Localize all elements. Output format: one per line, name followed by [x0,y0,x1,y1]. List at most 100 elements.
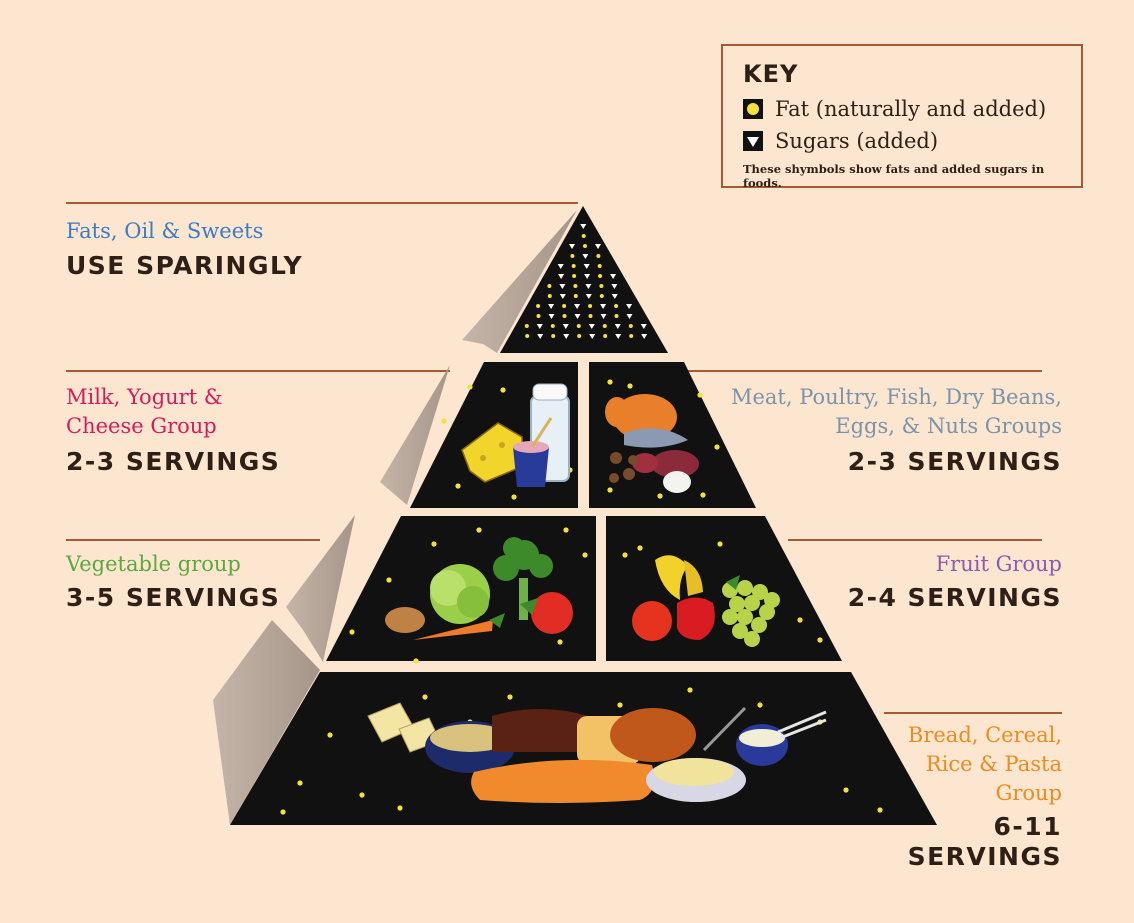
grain-group-line1: Bread, Cereal, [907,723,1062,747]
fat-dot [597,264,602,268]
key-fat-label: Fat (naturally and added) [775,97,1047,121]
fat-dot [550,324,555,328]
fat-dot [628,324,633,328]
fat-dot [359,792,365,798]
fat-dot [622,552,628,558]
fat-dot [596,254,601,258]
sugar-triangle [559,294,566,299]
meat-tier-food [605,394,699,493]
grain-group-label: Bread, Cereal, Rice & Pasta Group [908,721,1062,808]
fat-dot [614,304,619,308]
sugar-triangle [585,294,592,299]
milk-group-line2: Cheese Group [66,414,217,438]
fat-dot [422,694,428,700]
sugar-triangle [640,324,647,329]
fat-dot [582,552,588,558]
sugar-triangle [588,324,595,329]
key-title: KEY [743,60,799,88]
sugar-triangle [548,314,555,319]
milk-tier-food [461,383,570,487]
fat-dot [525,334,530,338]
fat-dot [714,444,720,450]
sugar-triangle [580,224,587,229]
fat-dot [507,694,513,700]
fat-dot [327,732,333,738]
fat-dot [603,334,608,338]
fat-dot [627,383,633,389]
fat-dot [413,658,419,664]
sugar-triangle [558,274,565,279]
fruit-group-label: Fruit Group [935,552,1062,576]
key-sugar-row: Sugars (added) [743,129,938,153]
fat-dot [386,577,392,583]
fat-dot [573,294,578,298]
sugar-triangle [610,274,617,279]
milk-servings-label: 2-3 SERVINGS [66,447,281,476]
fruit-tier-food [632,555,780,647]
fat-dot [476,527,482,533]
fat-dot [581,234,586,238]
sugar-triangle [611,284,618,289]
fat-dot [297,780,303,786]
key-fat-row: Fat (naturally and added) [743,97,1046,121]
sugar-triangle [626,304,633,309]
fat-dot [547,284,552,288]
fat-dot [717,541,723,547]
fat-dot [557,639,563,645]
fat-dot [607,487,613,493]
grain-servings-label: 6-11 SERVINGS [908,812,1062,872]
fat-dot [599,294,604,298]
grain-group-line2: Rice & Pasta [925,752,1062,776]
fat-dot [547,294,552,298]
fat-dot [588,314,593,318]
fat-dot [598,274,603,278]
fat-dot [797,617,803,623]
fat-dot [617,702,623,708]
fats-group-label: Fats, Oil & Sweets [66,219,264,243]
fat-dot [602,324,607,328]
sugar-triangle [582,254,589,259]
fat-dot [629,334,634,338]
fat-dot [524,324,529,328]
fat-dot [614,314,619,318]
fat-dots [280,379,883,815]
fat-dot [441,418,447,424]
milk-group-label: Milk, Yogurt & Cheese Group [66,383,223,441]
fat-dot [455,483,461,489]
fat-dot [563,527,569,533]
sugar-triangle [563,334,570,339]
sugar-triangle [569,244,575,249]
grain-group-line3: Group [995,781,1062,805]
fruit-servings-label: 2-4 SERVINGS [847,583,1062,612]
grain-servings-line2: SERVINGS [907,842,1062,871]
fat-dot [397,805,403,811]
fats-tier-symbols [524,224,648,339]
fat-dot [467,384,473,390]
fat-dot [431,541,437,547]
sugar-triangle [536,324,543,329]
fat-dot [577,334,582,338]
fat-dot [570,254,575,258]
fat-dot [583,244,587,248]
sugar-triangle [548,304,555,309]
sugar-triangle [611,294,618,299]
fat-dot [536,304,541,308]
sugar-triangle [615,334,622,339]
fat-dot [700,492,706,498]
fat-dot [588,304,593,308]
rule-lines [66,202,1062,714]
grain-tier-food [367,702,827,803]
sugar-triangle [574,314,581,319]
fat-dot-icon [743,99,763,119]
fat-dot [697,392,703,398]
fat-dot [757,702,763,708]
fats-tier [500,206,668,353]
sugar-triangle [641,334,648,339]
sugar-triangle [614,324,621,329]
fat-dot [571,264,576,268]
fat-dot [562,304,567,308]
pyramid-side [213,210,577,825]
sugar-triangle-icon [743,131,763,151]
fat-dot [511,494,517,500]
